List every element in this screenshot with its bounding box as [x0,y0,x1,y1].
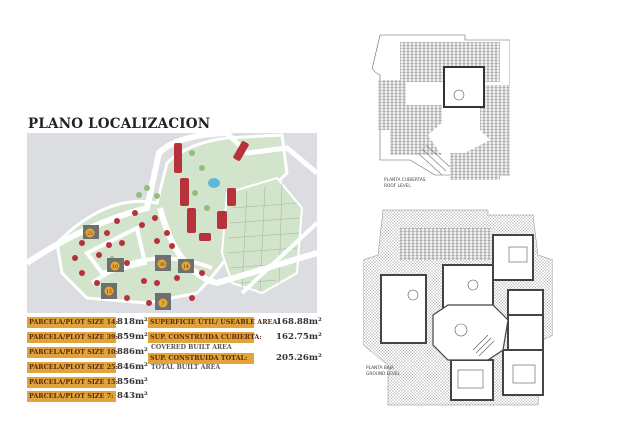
svg-text:25: 25 [87,231,93,237]
svg-text:14: 14 [183,264,189,270]
caption-es: PLANTA BAJA [366,366,394,371]
plot-value: 886m² [117,347,148,357]
room-kitchen [380,274,427,344]
roof-plan-caption: PLANTA CUBIERTAS ROOF LEVEL [384,178,426,189]
plot-value: 859m² [117,332,148,342]
plot-marker-14[interactable]: 14 [178,259,194,273]
road [225,133,317,175]
plot-value: 856m² [117,377,148,387]
room-bedroom-2 [502,349,544,396]
plot-label: PARCELA/PLOT SIZE 25: [27,362,118,373]
svg-text:10: 10 [112,264,118,270]
svg-text:7: 7 [162,301,165,307]
caption-es: PLANTA CUBIERTAS [384,178,426,183]
area-value: 162.75m² [276,332,322,342]
area-label: SUP. CONSTRUIDA TOTAL: [148,353,254,364]
room-bedroom-1 [492,234,534,281]
plot-label: PARCELA/PLOT SIZE 10: [27,347,118,358]
plot-marker-25[interactable]: 25 [83,225,99,239]
road [27,133,228,266]
houses [72,141,249,306]
plot-label: PARCELA/PLOT SIZE 7: [27,391,116,402]
page-title: PLANO LOCALIZACION [28,116,211,132]
room-dining [432,304,509,361]
ground-plan-drawing [363,209,553,406]
roof-plan-drawing [372,34,510,180]
caption-en: GROUND LEVEL [366,371,400,377]
terrace [400,228,492,260]
road [240,221,317,295]
room-bathroom-1 [507,289,544,316]
plot-value: 843m² [117,391,148,401]
plot-marker-39[interactable]: 39 [155,255,171,271]
roof-terrace [443,66,485,108]
ground-plan-caption: PLANTA BAJA GROUND LEVEL [366,366,400,377]
svg-text:39: 39 [159,262,165,268]
road [83,225,213,285]
caption-en: ROOF LEVEL [384,183,411,189]
svg-text:15: 15 [106,289,112,295]
site-plan-map: 25 10 39 14 15 7 [27,133,317,313]
room-bedroom-3 [450,359,494,401]
plot-value: 818m² [117,317,148,327]
area-label: SUPERFICIE ÚTIL/ USEABLE AREA: [148,317,280,328]
area-value: 205.26m² [276,353,322,363]
plot-label: PARCELA/PLOT SIZE 15: [27,377,118,388]
highlighted-plots: 25 10 39 14 15 7 [83,225,194,310]
plot-marker-15[interactable]: 15 [101,283,117,299]
plot-label: PARCELA/PLOT SIZE 14: [27,317,118,328]
room-bathroom-2 [507,314,544,351]
area-label: SUP. CONSTRUIDA CUBIERTA: [148,332,262,343]
plot-marker-7[interactable]: 7 [155,293,171,310]
area-value: 168.88m² [276,317,322,327]
area-sublabel: COVERED BUILT AREA [151,344,232,351]
trees [85,150,210,260]
plot-label: PARCELA/PLOT SIZE 39: [27,332,118,343]
area-sublabel: TOTAL BUILT AREA [151,364,221,371]
plot-marker-10[interactable]: 10 [107,258,124,272]
pool [208,178,220,188]
plot-value: 846m² [117,362,148,372]
